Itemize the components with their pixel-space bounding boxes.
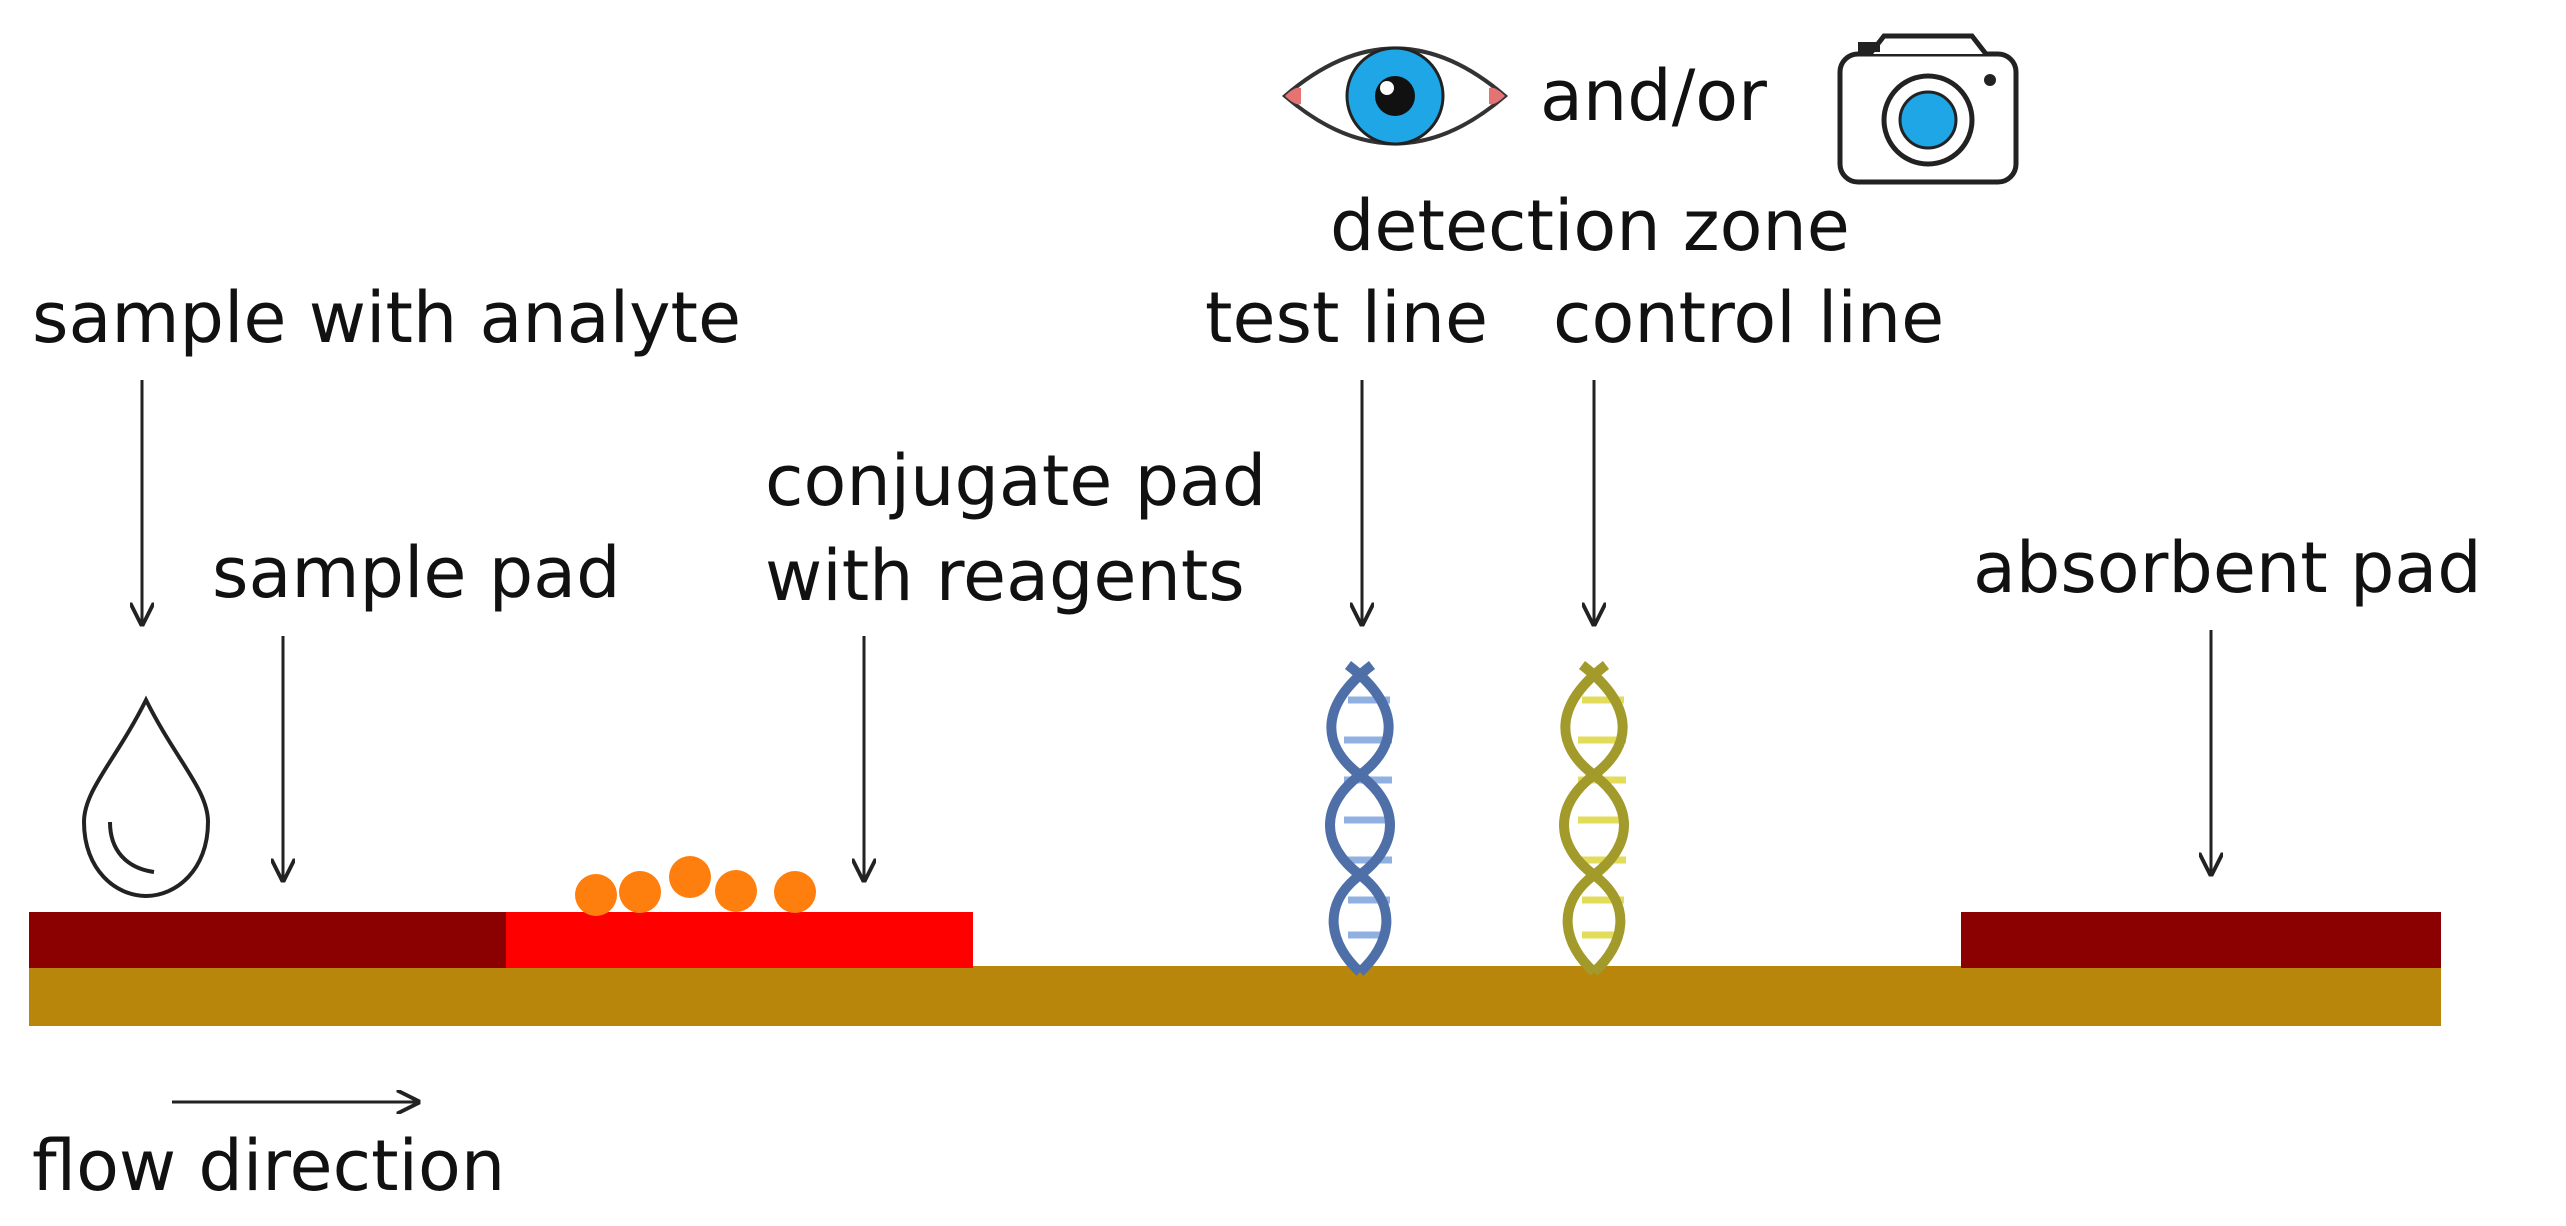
particle — [575, 874, 617, 916]
flow-direction-label: flow direction — [32, 1125, 505, 1207]
sample-with-analyte-label: sample with analyte — [32, 277, 741, 359]
conjugate-pad-label-line1: conjugate pad — [765, 440, 1266, 522]
sample-pad-label: sample pad — [212, 532, 621, 614]
and-or-label: and/or — [1540, 55, 1767, 137]
absorbent-pad-label: absorbent pad — [1973, 527, 2482, 609]
control-line-label: control line — [1553, 277, 1944, 359]
droplet-icon — [81, 695, 211, 899]
particle — [715, 870, 757, 912]
test-line-label: test line — [1205, 277, 1488, 359]
conjugate-particles — [575, 856, 816, 916]
particle — [619, 871, 661, 913]
test-line-dna-probe — [1325, 661, 1395, 976]
pointer-arrows — [142, 380, 2211, 1102]
conjugate-pad-label-line2: with reagents — [765, 535, 1245, 617]
conjugate-pad — [506, 912, 973, 968]
particle — [774, 871, 816, 913]
eye-icon — [1281, 46, 1509, 146]
detection-zone-label: detection zone — [1330, 185, 1850, 267]
sample-pad — [29, 912, 506, 968]
test-strip — [29, 912, 2441, 1026]
camera-icon — [1837, 33, 2019, 185]
absorbent-pad — [1961, 912, 2441, 968]
backing-card — [29, 966, 2441, 1026]
control-line-dna-probe — [1559, 661, 1629, 976]
particle — [669, 856, 711, 898]
